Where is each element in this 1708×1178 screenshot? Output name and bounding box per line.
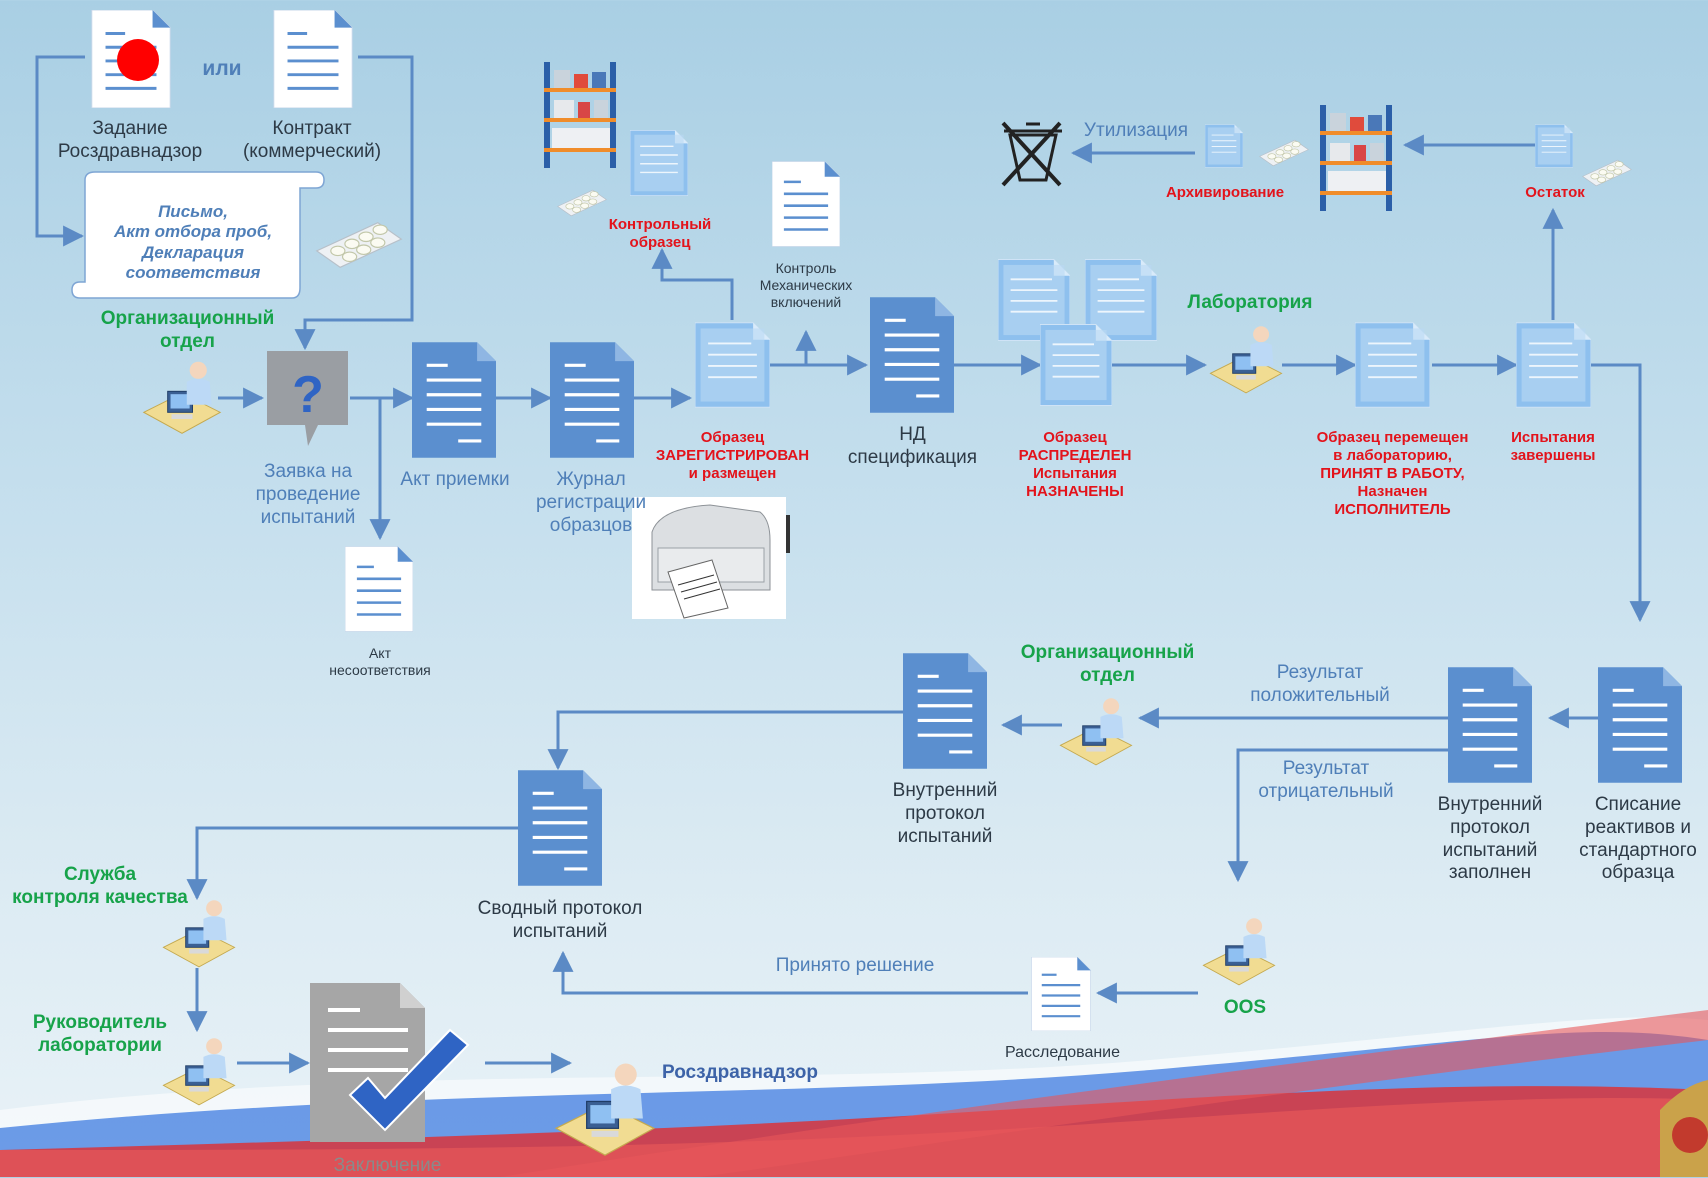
- storage-shelf-icon: [544, 62, 616, 168]
- person-oos-icon[interactable]: [1202, 917, 1276, 986]
- laboratoriya-label: Лаборатория: [1187, 292, 1313, 313]
- akt-nesoot-doc-icon[interactable]: [345, 545, 413, 633]
- utilizaciya-label: Утилизация: [1083, 120, 1189, 141]
- zhurnal-label: Журнал регистрации образцов: [535, 469, 647, 536]
- person-org-bottom-icon[interactable]: [1059, 697, 1133, 766]
- arhivirovanie-label: Архивирование: [1165, 184, 1285, 201]
- kontrakt-document-icon: [272, 10, 354, 108]
- flow-arrows: [35, 55, 1651, 1074]
- rassledovanie-doc-icon[interactable]: [1030, 957, 1092, 1031]
- vnutr-protokol-doc-icon[interactable]: [903, 653, 987, 769]
- flag-swoosh-decoration: [0, 1010, 1708, 1177]
- arrow-negative: [1227, 748, 1448, 883]
- akt-nesoot-label: Акт несоответствия: [329, 645, 431, 678]
- rezultat-pol-label: Результат положительный: [1250, 662, 1390, 706]
- obrazec-perem-doc-icon[interactable]: [1355, 321, 1430, 409]
- rassledovanie-label: Расследование: [1004, 1044, 1121, 1061]
- oos-label: OOS: [1223, 997, 1267, 1018]
- spisanie-doc-icon[interactable]: [1598, 667, 1682, 783]
- emblem-icon: [1660, 1080, 1708, 1177]
- obrazec-zareg-label: Образец ЗАРЕГИСТРИРОВАН и размещен: [655, 429, 810, 482]
- red-stamp-icon: [117, 39, 159, 81]
- archive-doc-icon[interactable]: [1205, 124, 1243, 168]
- org-otdel-top-label: Организационный отдел: [100, 308, 275, 352]
- zadanie-document-icon: [90, 10, 172, 108]
- spisanie-label: Списание реактивов и стандартного образц…: [1579, 794, 1697, 884]
- nd-spec-label: НД спецификация: [847, 424, 978, 468]
- person-org-top-icon[interactable]: [143, 361, 221, 434]
- rzn-label: Росздравнадзор: [662, 1062, 818, 1083]
- kontrol-meh-doc-icon[interactable]: [772, 160, 840, 248]
- raspr-doc-icon[interactable]: [1040, 323, 1112, 407]
- arrow-svodny-to-sluzhba: [186, 826, 518, 901]
- arrow-zav-down: [1590, 363, 1651, 623]
- svodny-label: Сводный протокол испытаний: [477, 898, 643, 942]
- person-lab-icon[interactable]: [1209, 325, 1283, 394]
- pismo-scroll-icon: [71, 171, 325, 299]
- obrazec-zareg-doc-icon[interactable]: [695, 321, 770, 409]
- arrow-rassled-to-svodny: [552, 950, 1028, 995]
- ostatok-doc-icon[interactable]: [1535, 124, 1573, 168]
- archive-shelf-icon: [1320, 105, 1392, 211]
- person-sluzhba-icon[interactable]: [162, 899, 236, 968]
- ispytaniya-zav-doc-icon[interactable]: [1516, 321, 1591, 409]
- pismo-label: Письмо, Акт отбора проб, Декларация соот…: [113, 202, 273, 283]
- zadanie-label: Задание Росздравнадзор: [57, 118, 203, 162]
- pills-icon: [316, 222, 402, 268]
- obrazec-raspr-label: Образец РАСПРЕДЕЛЕН Испытания НАЗНАЧЕНЫ: [1018, 429, 1132, 500]
- svodny-doc-icon[interactable]: [518, 770, 602, 886]
- zayavka-label: Заявка на проведение испытаний: [255, 461, 361, 528]
- zaklyuchenie-doc-icon[interactable]: [310, 983, 470, 1142]
- vnutr-protokol-label: Внутренний протокол испытаний: [892, 780, 998, 847]
- obrazec-perem-label: Образец перемещен в лабораторию, ПРИНЯТ …: [1316, 429, 1469, 518]
- akt-priemki-doc-icon[interactable]: [412, 342, 496, 458]
- rukovoditel-label: Руководитель лаборатории: [32, 1012, 168, 1056]
- kontrakt-label: Контракт (коммерческий): [242, 118, 382, 162]
- arrow-kontrakt-to-zayavka: [294, 55, 414, 351]
- printer-icon: [632, 497, 790, 619]
- zaklyuchenie-label: Заключение: [333, 1155, 442, 1176]
- kontrolny-doc-icon[interactable]: [630, 129, 688, 197]
- org-otdel-bottom-label: Организационный отдел: [1020, 642, 1195, 686]
- rezultat-otr-label: Результат отрицательный: [1258, 758, 1394, 802]
- sluzhba-label: Служба контроля качества: [12, 864, 188, 908]
- zhurnal-doc-icon[interactable]: [550, 342, 634, 458]
- question-bubble-icon[interactable]: ?: [267, 351, 348, 446]
- arrow-vnutr-to-svodny: [547, 710, 905, 771]
- arrow-zadanie-to-pismo: [35, 55, 85, 247]
- kontrolny-label: Контрольный образец: [608, 216, 712, 251]
- nd-spec-doc-icon[interactable]: [870, 297, 954, 413]
- akt-priemki-label: Акт приемки: [400, 469, 510, 490]
- ostatok-label: Остаток: [1525, 184, 1585, 201]
- vnutr-zapolnen-label: Внутренний протокол испытаний заполнен: [1437, 794, 1543, 884]
- kontrol-meh-label: Контроль Механических включений: [759, 260, 853, 310]
- pills-ostatok-icon: [1582, 159, 1632, 187]
- pills-archive-icon: [1259, 139, 1309, 167]
- ispytaniya-zav-label: Испытания завершены: [1510, 429, 1596, 464]
- prinyato-label: Принято решение: [775, 955, 935, 976]
- svg-text:?: ?: [292, 366, 324, 424]
- vnutr-zapolnen-doc-icon[interactable]: [1448, 667, 1532, 783]
- checkmark-icon: [348, 1028, 470, 1132]
- arrow-obrazec-to-kontrolny: [651, 247, 734, 320]
- ili-label: или: [202, 57, 242, 80]
- recycle-bin-icon: [1001, 121, 1062, 187]
- pills-kontrolny-icon: [557, 189, 607, 217]
